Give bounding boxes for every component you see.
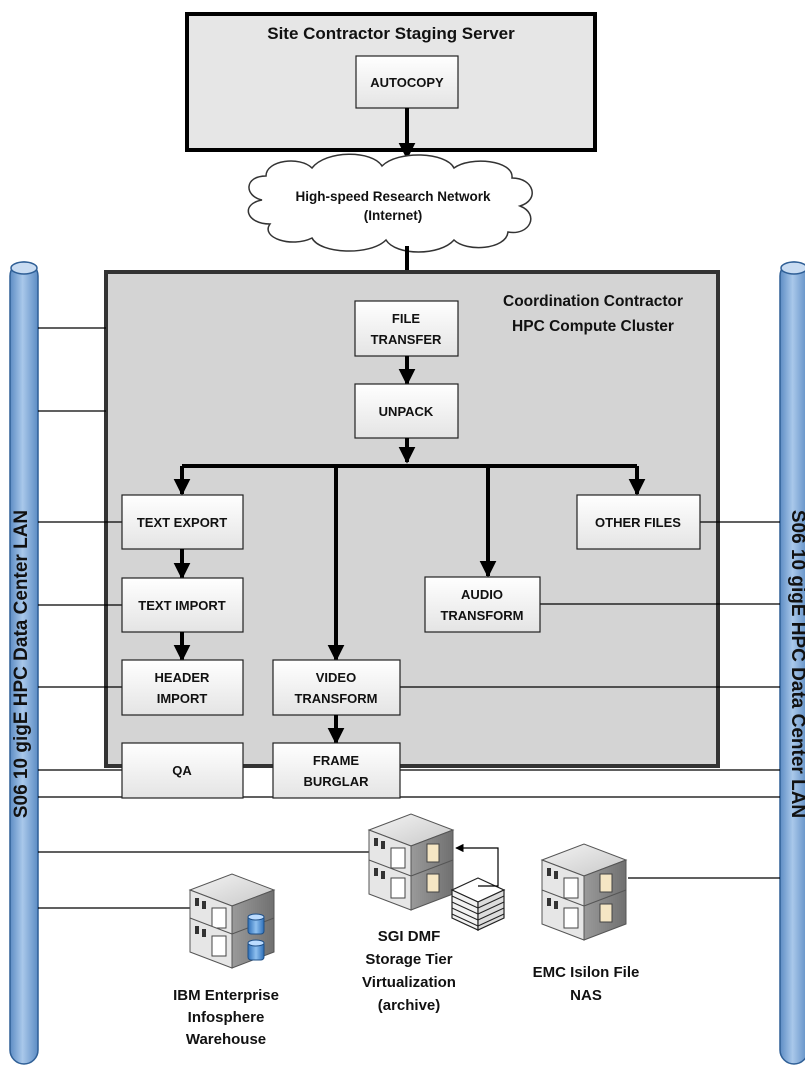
svg-text:TRANSFORM: TRANSFORM (294, 691, 377, 706)
audio-transform-box: AUDIO TRANSFORM (424, 576, 541, 633)
svg-text:UNPACK: UNPACK (379, 404, 434, 419)
staging-server-title: Site Contractor Staging Server (267, 24, 515, 43)
cloud-icon (247, 153, 533, 253)
qa-box: QA (121, 742, 244, 799)
other-files-box: OTHER FILES (576, 494, 701, 550)
ibm-label-line2: Infosphere (188, 1009, 265, 1026)
video-transform-box: VIDEO TRANSFORM (272, 659, 401, 716)
lan-right-connectors (400, 521, 780, 879)
lan-left-label: S06 10 gigE HPC Data Center LAN (11, 510, 32, 818)
unpack-distribution-bus (173, 438, 646, 662)
svg-text:TRANSFORM: TRANSFORM (440, 608, 523, 623)
text-export-box: TEXT EXPORT (121, 494, 244, 550)
tape-library-icon (450, 877, 506, 931)
svg-text:TRANSFER: TRANSFER (371, 332, 442, 347)
emc-label-line1: EMC Isilon File (533, 964, 640, 981)
svg-text:IMPORT: IMPORT (157, 691, 208, 706)
server-rack-icon (367, 813, 455, 911)
frame-burglar-box: FRAME BURGLAR (272, 742, 401, 799)
disk-icon (247, 913, 265, 961)
unpack-box: UNPACK (354, 383, 459, 439)
network-label-line1: High-speed Research Network (295, 189, 491, 204)
sgi-label-line3: Virtualization (362, 974, 456, 991)
svg-text:FRAME: FRAME (313, 753, 360, 768)
ibm-label-line1: IBM Enterprise (173, 987, 279, 1004)
svg-text:QA: QA (172, 763, 192, 778)
svg-text:TEXT IMPORT: TEXT IMPORT (138, 598, 225, 613)
svg-text:VIDEO: VIDEO (316, 670, 356, 685)
svg-text:AUDIO: AUDIO (461, 587, 503, 602)
header-import-box: HEADER IMPORT (121, 659, 244, 716)
lan-right-label: S06 10 gigE HPC Data Center LAN (787, 510, 805, 818)
svg-text:HEADER: HEADER (155, 670, 211, 685)
lan-left-pipe (9, 261, 39, 1065)
network-label-line2: (Internet) (364, 208, 423, 223)
svg-text:FILE: FILE (392, 311, 420, 326)
sgi-label-line4: (archive) (378, 997, 441, 1014)
svg-text:BURGLAR: BURGLAR (304, 774, 370, 789)
emc-label-line2: NAS (570, 987, 602, 1004)
archive-link-arrow (455, 843, 499, 887)
autocopy-label: AUTOCOPY (370, 75, 444, 90)
file-transfer-box: FILE TRANSFER (354, 300, 459, 357)
sgi-label-line2: Storage Tier (365, 951, 452, 968)
svg-text:OTHER FILES: OTHER FILES (595, 515, 681, 530)
svg-text:TEXT EXPORT: TEXT EXPORT (137, 515, 227, 530)
cluster-title-line2: HPC Compute Cluster (512, 318, 674, 335)
ibm-label-line3: Warehouse (186, 1031, 266, 1048)
lan-left-connectors (38, 327, 780, 909)
text-import-box: TEXT IMPORT (121, 577, 244, 633)
server-rack-icon (540, 843, 628, 941)
sgi-label-line1: SGI DMF (378, 928, 441, 945)
lan-right-pipe (779, 261, 805, 1065)
autocopy-box (355, 55, 459, 109)
cluster-title-line1: Coordination Contractor (503, 293, 683, 310)
